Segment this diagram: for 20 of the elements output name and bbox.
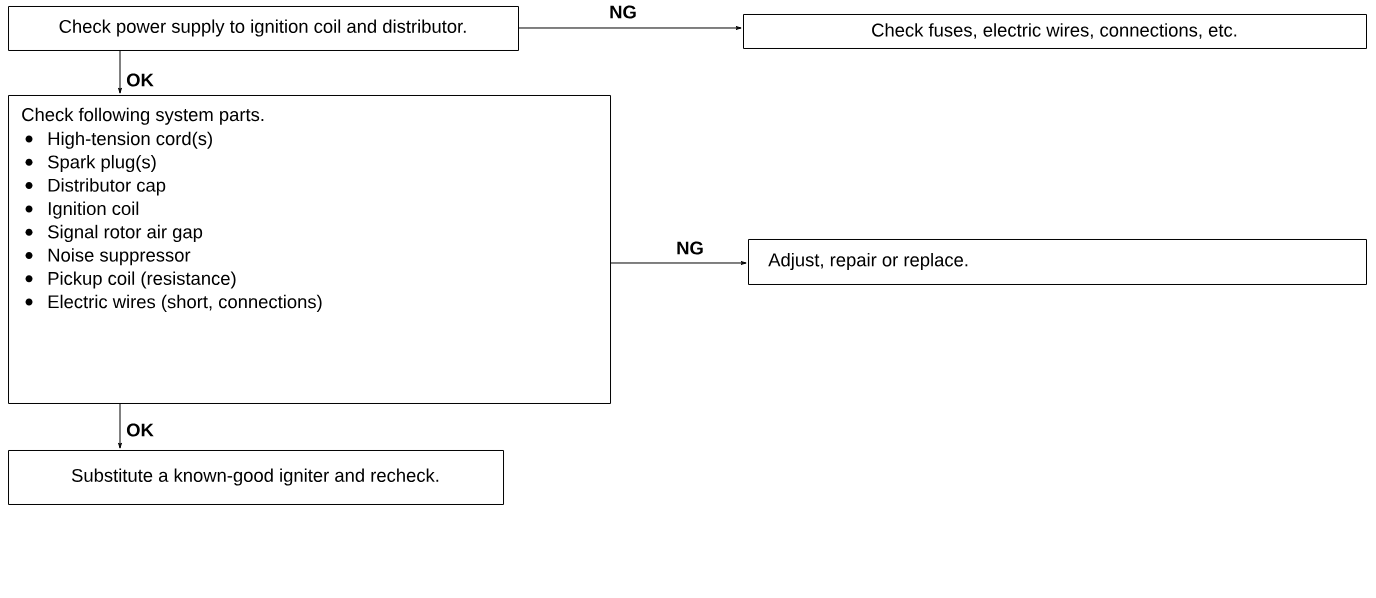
arrow <box>610 261 747 265</box>
process-box: Check fuses, electric wires, connections, etc. <box>743 14 1367 49</box>
edge-label: OK <box>126 73 154 87</box>
edge-label: NG <box>610 5 636 19</box>
arrow <box>518 26 742 30</box>
list-item: High-tension cord(s) <box>25 131 212 149</box>
list-item: Noise suppressor <box>25 248 191 266</box>
list-item: Electric wires (short, connections) <box>25 294 322 312</box>
process-box: Adjust, repair or replace. <box>748 239 1367 285</box>
edge-label: NG <box>677 241 703 255</box>
edge-label: OK <box>126 423 154 437</box>
list-item: Distributor cap <box>25 178 166 196</box>
arrow <box>118 50 122 94</box>
arrow <box>118 403 122 449</box>
list-item: Pickup coil (resistance) <box>25 271 236 289</box>
list-item: Signal rotor air gap <box>25 224 203 242</box>
list-item: Ignition coil <box>25 201 139 219</box>
process-box: Substitute a known-good igniter and recheck. <box>8 450 504 505</box>
process-box: Check power supply to ignition coil and distributor. <box>8 6 519 51</box>
list-item: Spark plug(s) <box>25 154 156 173</box>
